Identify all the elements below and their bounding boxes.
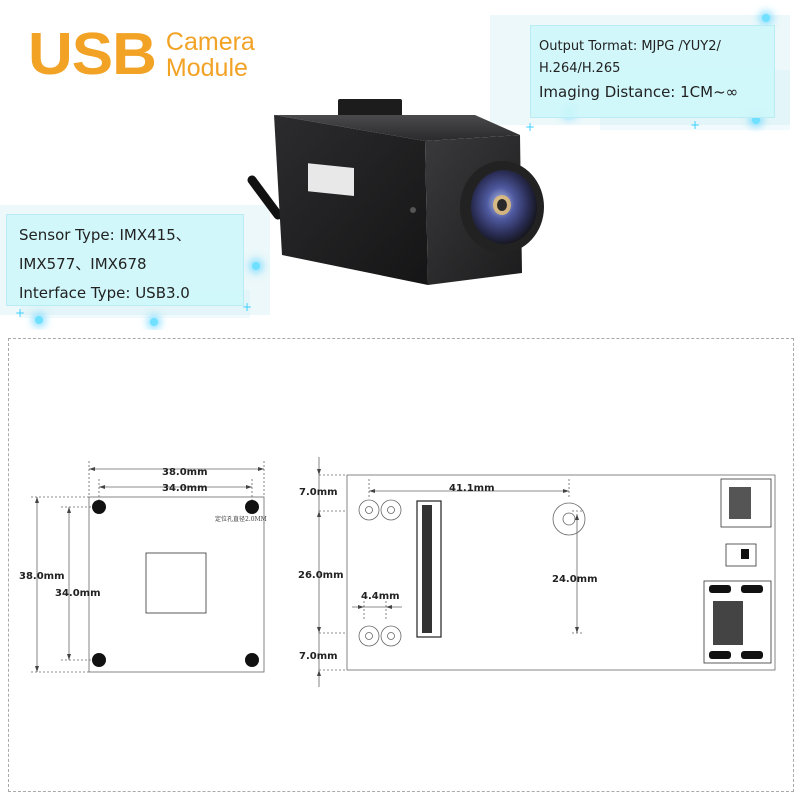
plus-icon: + <box>690 118 701 132</box>
corner-hole <box>245 500 259 514</box>
spec-interface-type: Interface Type: USB3.0 <box>19 284 190 302</box>
dim-label-front-left-inner: 34.0mm <box>55 588 101 599</box>
port-pad <box>709 651 731 659</box>
lens-pupil <box>497 199 507 211</box>
dim-label-front-left-outer: 38.0mm <box>19 571 65 582</box>
port-pad <box>709 585 731 593</box>
dim-label-front-top-outer: 38.0mm <box>162 467 208 478</box>
port-pad <box>741 585 763 593</box>
corner-hole <box>245 653 259 667</box>
button-switch <box>725 543 757 567</box>
connector-pins <box>422 505 432 633</box>
spec-box-output: Output Tormat: MJPG /YUY2/ H.264/H.265 I… <box>530 25 775 118</box>
glow-dot <box>762 14 770 22</box>
mount-hole-large-inner <box>562 512 576 526</box>
corner-hole <box>92 500 106 514</box>
plus-icon: + <box>15 306 26 320</box>
spec-imaging-distance: Imaging Distance: 1CM~∞ <box>539 83 739 101</box>
port-pins <box>713 601 743 645</box>
side-board-outline <box>346 474 776 671</box>
usb-connector <box>720 478 772 528</box>
logo-subtitle-line2: Module <box>165 54 248 82</box>
dimension-drawing: 38.0mm 34.0mm 38.0mm 34.0mm 定位孔直径2.0MM 4… <box>8 338 794 792</box>
dim-label-side-top: 41.1mm <box>449 483 495 494</box>
mount-hole-inner <box>365 632 373 640</box>
hole-diameter-note: 定位孔直径2.0MM <box>215 515 267 523</box>
mount-hole <box>380 625 402 647</box>
fpc-connector <box>416 500 442 638</box>
spec-output-format-cont: H.264/H.265 <box>539 61 621 76</box>
spec-box-sensor: Sensor Type: IMX415、 IMX577、IMX678 Inter… <box>6 214 244 306</box>
camera-top-face <box>274 115 520 141</box>
glow-dot <box>150 318 158 326</box>
mount-hole <box>358 499 380 521</box>
mount-hole <box>380 499 402 521</box>
mount-hole-inner <box>365 506 373 514</box>
glow-dot <box>252 262 260 270</box>
usb-pins <box>729 487 751 519</box>
glow-dot <box>752 116 760 124</box>
switch-dot <box>741 549 749 559</box>
camera-side-face <box>274 115 428 285</box>
logo-subtitle-line1: Camera <box>165 28 255 56</box>
antenna <box>247 175 283 220</box>
usb3-port <box>703 580 772 664</box>
plus-icon: + <box>525 120 536 134</box>
mount-hole-inner <box>387 506 395 514</box>
dim-label-front-top-inner: 34.0mm <box>162 483 208 494</box>
logo-subtitle: Camera Module <box>166 29 255 81</box>
brand-logo: USB Camera Module <box>28 24 255 86</box>
sensor-outline <box>145 552 207 614</box>
plus-icon: + <box>242 300 253 314</box>
port-pad <box>741 651 763 659</box>
product-hero: + + + + + USB Camera Module Output Torma… <box>0 0 800 330</box>
logo-usb-text: USB <box>28 21 157 88</box>
screw <box>410 207 416 213</box>
dimension-svg: 38.0mm 34.0mm 38.0mm 34.0mm 定位孔直径2.0MM 4… <box>19 457 776 687</box>
mount-hole-inner <box>387 632 395 640</box>
dim-label-hole-gap: 4.4mm <box>361 591 400 602</box>
dim-label-side-left-mid: 26.0mm <box>298 570 344 581</box>
dim-label-side-left-top: 7.0mm <box>299 487 338 498</box>
spec-sensor-type-cont: IMX577、IMX678 <box>19 255 147 273</box>
spec-sensor-type: Sensor Type: IMX415、 <box>19 226 191 244</box>
mount-hole-large <box>552 502 586 536</box>
glow-dot <box>35 316 43 324</box>
corner-hole <box>92 653 106 667</box>
spec-output-format: Output Tormat: MJPG /YUY2/ <box>539 39 721 54</box>
serial-label <box>308 163 354 197</box>
camera-image <box>247 99 544 285</box>
dim-label-side-right: 24.0mm <box>552 574 598 585</box>
dim-label-side-left-bottom: 7.0mm <box>299 651 338 662</box>
front-board-outline <box>88 496 265 673</box>
mount-hole <box>358 625 380 647</box>
